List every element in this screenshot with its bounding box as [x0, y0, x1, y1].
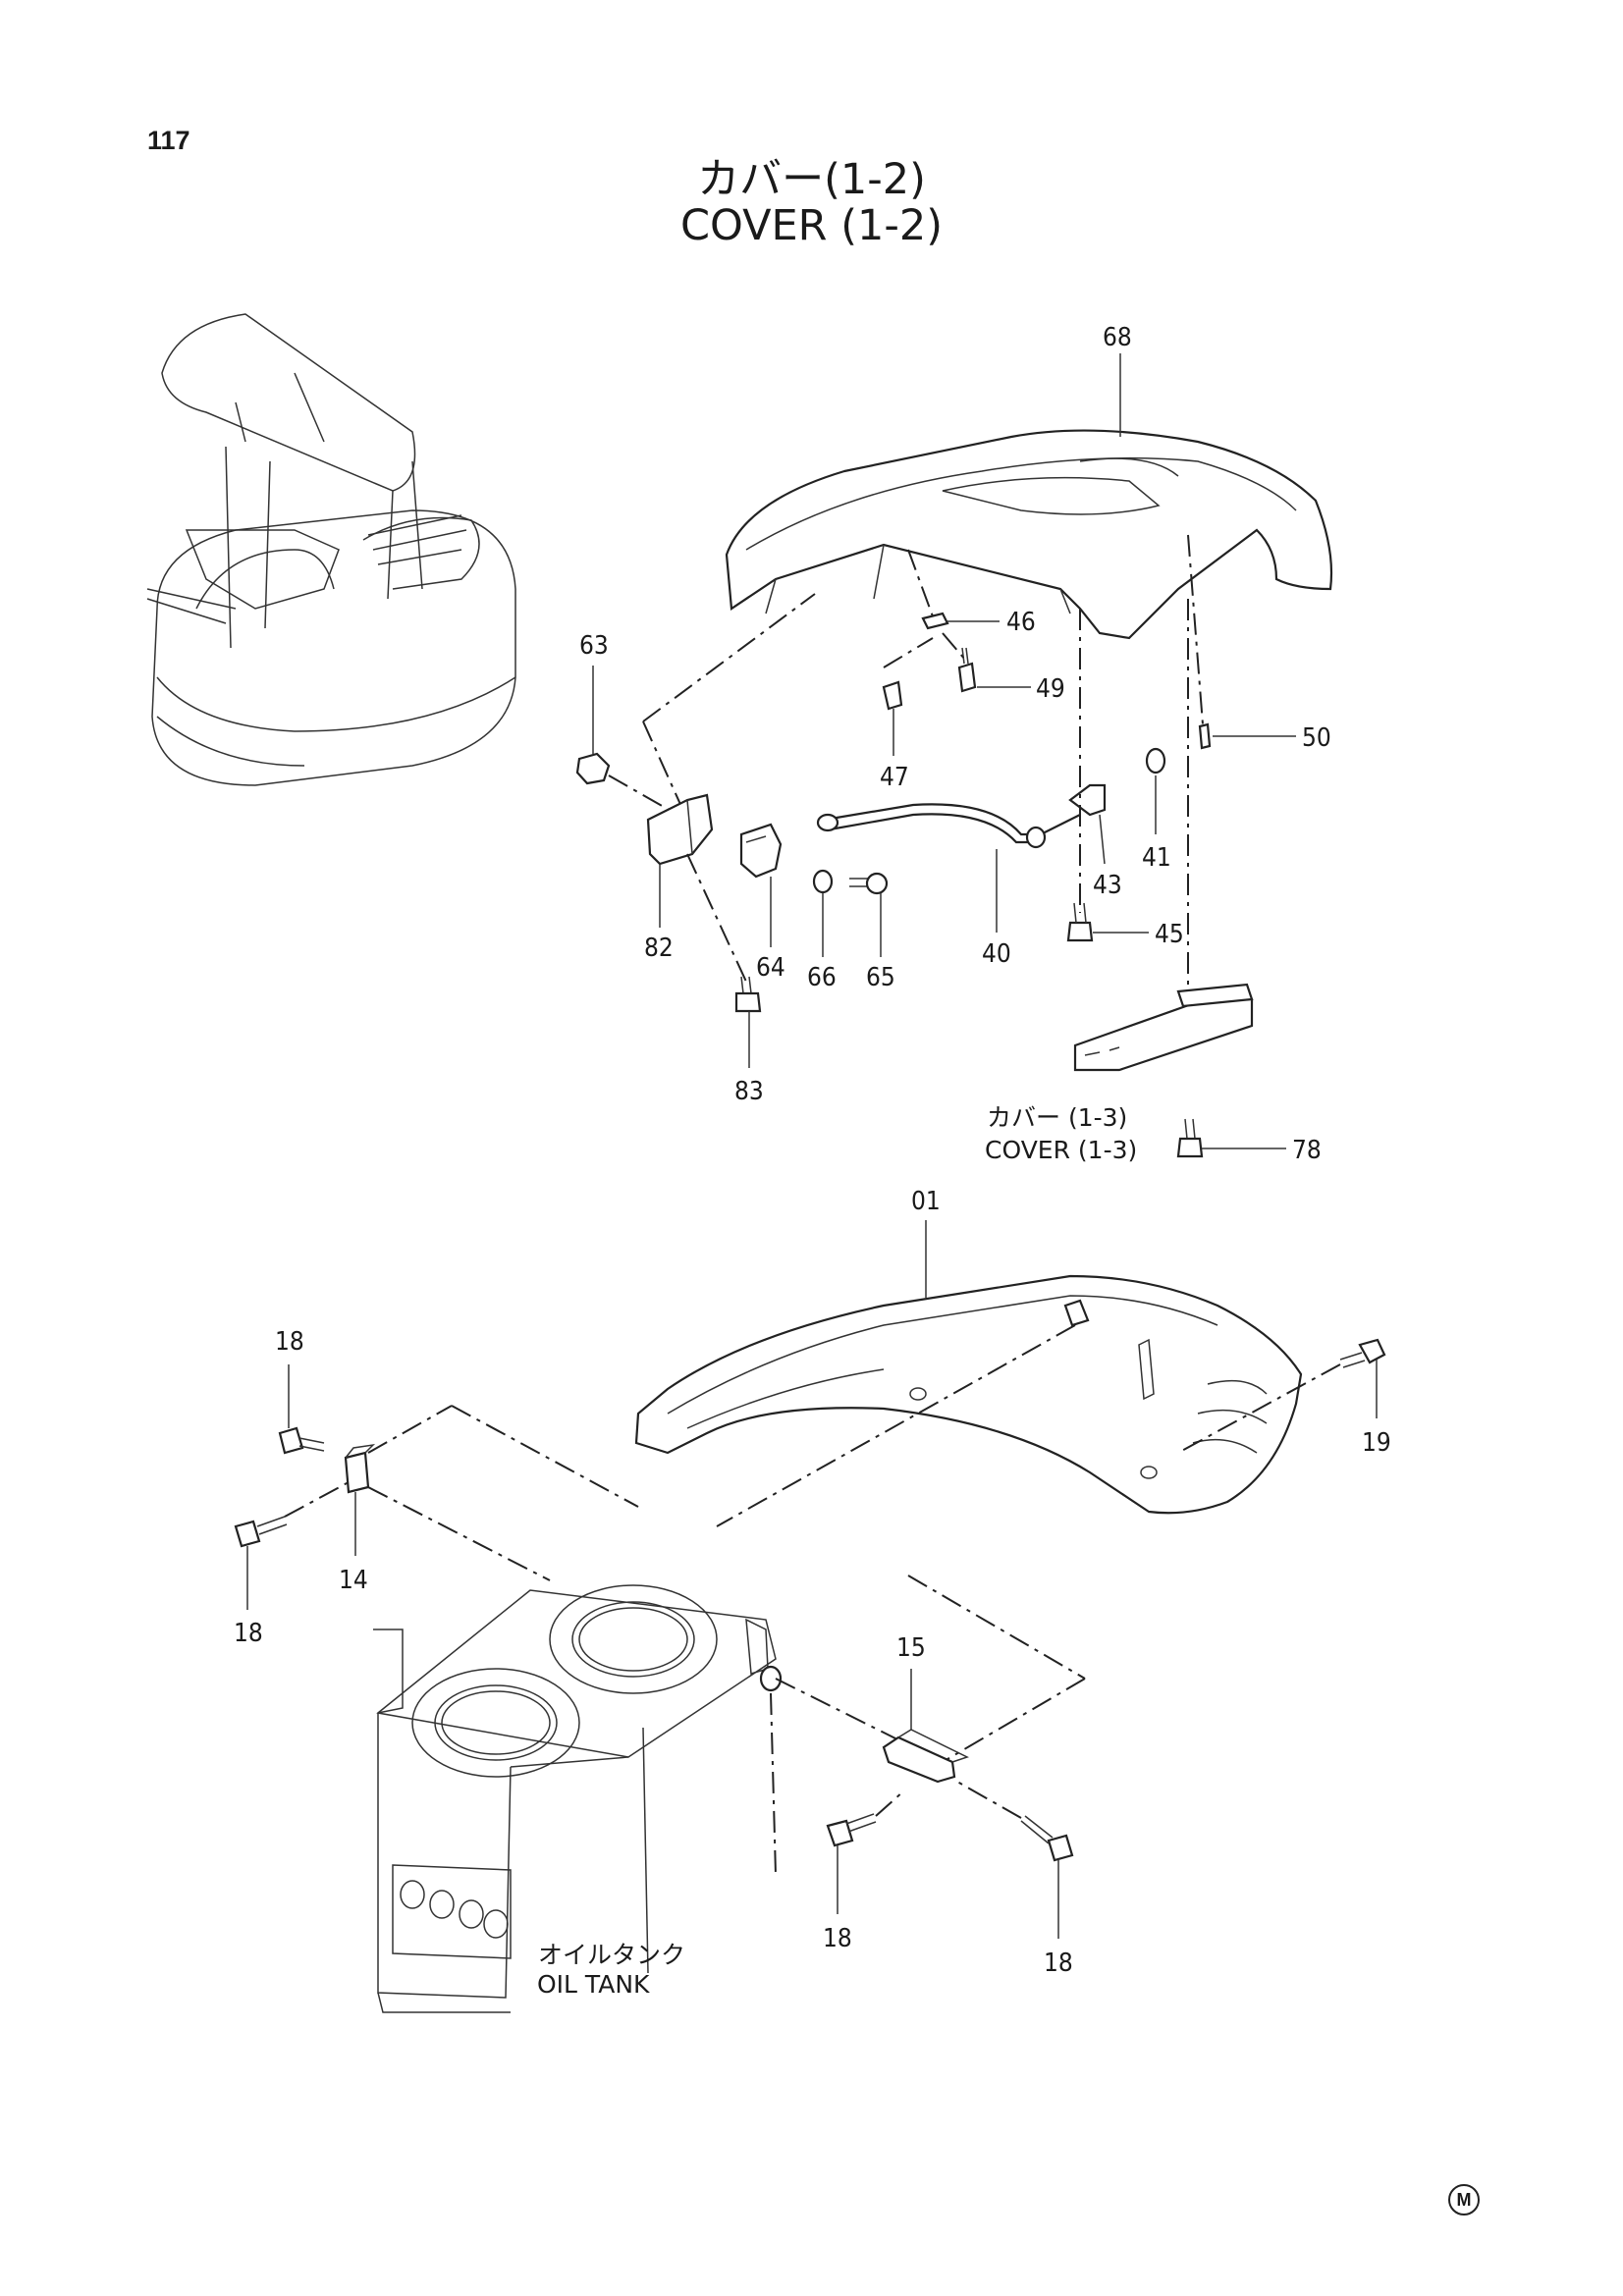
- bolt-65-part: [849, 872, 889, 895]
- bolt-18-lower-right-part: [1020, 1815, 1074, 1862]
- bolt-18-upper-left-part: [278, 1426, 325, 1455]
- clip-46-part: [921, 612, 949, 630]
- callout-78: 78: [1292, 1136, 1322, 1165]
- callout-14: 14: [339, 1566, 368, 1595]
- clip-50-part: [1198, 722, 1212, 750]
- bolt-18-lower-left-part: [234, 1516, 288, 1548]
- cover-01-part: [634, 1274, 1303, 1515]
- oil-tank-illustration: [373, 1584, 783, 2013]
- bolt-18-lower-mid-part: [826, 1813, 877, 1847]
- page-number: 117: [147, 126, 190, 155]
- maker-mark-icon: M: [1448, 2184, 1480, 2216]
- cover-68-part: [725, 429, 1333, 640]
- callout-82: 82: [644, 934, 674, 963]
- bracket-43-part: [1068, 783, 1107, 817]
- callout-01: 01: [911, 1187, 941, 1216]
- rod-40-part: [816, 803, 1081, 849]
- page-title-jp: カバー(1-2): [697, 155, 926, 204]
- nut-63-part: [575, 752, 611, 785]
- callout-18b: 18: [234, 1619, 263, 1648]
- callout-49: 49: [1036, 674, 1065, 704]
- bolt-49-part: [957, 647, 977, 693]
- callout-40: 40: [982, 939, 1011, 969]
- callout-18c: 18: [823, 1924, 852, 1953]
- bracket-15-part: [882, 1729, 969, 1784]
- bolt-83-part: [734, 976, 762, 1013]
- callout-64: 64: [756, 953, 785, 983]
- ref-cover-1-3-jp: カバー (1-3): [987, 1103, 1127, 1132]
- callout-66: 66: [807, 963, 837, 992]
- callout-68: 68: [1103, 323, 1132, 352]
- washer-41-part: [1145, 747, 1166, 774]
- callout-15: 15: [896, 1633, 926, 1663]
- clip-47-part: [882, 680, 903, 711]
- callout-43: 43: [1093, 871, 1122, 900]
- callout-83: 83: [734, 1077, 764, 1106]
- callout-45: 45: [1155, 920, 1184, 949]
- leader-43: [1099, 814, 1106, 865]
- callout-41: 41: [1142, 843, 1171, 873]
- bolt-19-part: [1339, 1338, 1386, 1368]
- bolt-45-part: [1066, 902, 1094, 942]
- page-title-en: COVER (1-2): [679, 201, 944, 250]
- callout-50: 50: [1302, 723, 1331, 753]
- callout-19: 19: [1362, 1428, 1391, 1458]
- bracket-14-part: [344, 1443, 376, 1494]
- callout-47: 47: [880, 763, 909, 792]
- cover-1-3-bracket: [1073, 983, 1254, 1072]
- washer-66-part: [812, 869, 834, 894]
- ref-oil-tank-jp: オイルタンク: [538, 1941, 685, 1969]
- machine-overview-illustration: [146, 313, 516, 786]
- callout-46: 46: [1006, 608, 1036, 637]
- callout-65: 65: [866, 963, 895, 992]
- bracket-82-part: [646, 793, 714, 866]
- callout-18d: 18: [1044, 1949, 1073, 1978]
- bracket-64-part: [739, 823, 783, 879]
- bolt-78-part: [1176, 1118, 1204, 1158]
- ref-cover-1-3-en: COVER (1-3): [985, 1136, 1137, 1164]
- ref-oil-tank-en: OIL TANK: [537, 1970, 650, 1999]
- callout-18a: 18: [275, 1327, 304, 1357]
- callout-63: 63: [579, 631, 609, 661]
